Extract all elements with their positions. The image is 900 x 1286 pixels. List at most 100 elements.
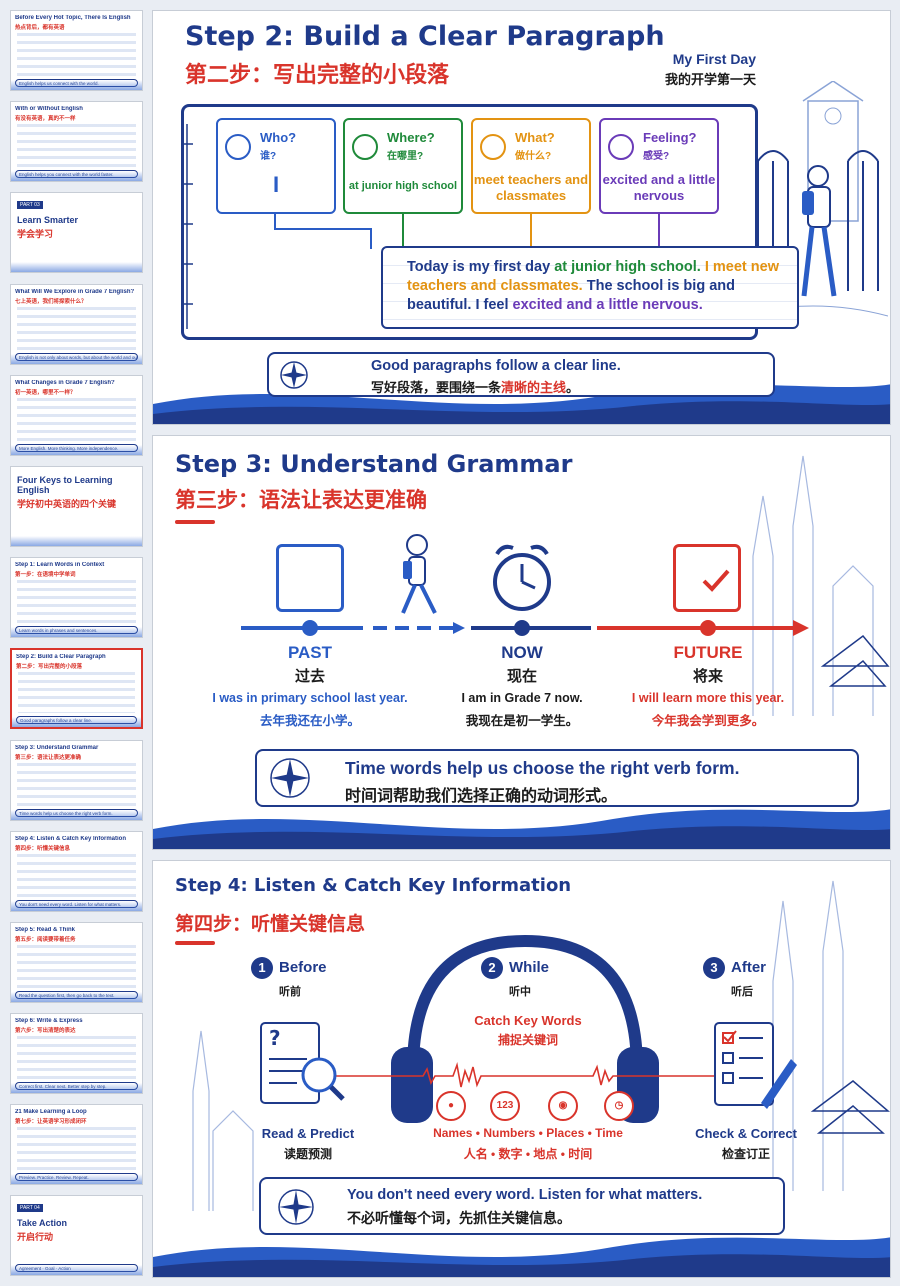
slide-thumbnail[interactable]: Step 3: Understand Grammar第三步：语法让表达更准确Ti… xyxy=(10,740,143,821)
thumbnail-subtitle: 热点背后，都有英语 xyxy=(15,25,65,31)
thumbnail-content xyxy=(17,763,136,806)
paragraph-text: Today is my first day xyxy=(407,259,555,275)
thumbnail-content xyxy=(17,307,136,350)
timeline xyxy=(241,620,809,636)
slide-step-4[interactable]: Step 4: Listen & Catch Key Information 第… xyxy=(152,860,891,1278)
location-pin-icon xyxy=(352,134,378,160)
document-magnifier-icon: ? xyxy=(260,1022,345,1104)
wave-decoration xyxy=(11,992,142,1002)
future-example: I will learn more this year. xyxy=(631,691,785,705)
thumbnail-content xyxy=(17,1036,136,1079)
thumbnail-subtitle: 有没有英语，真的不一样 xyxy=(15,116,76,122)
title-underline xyxy=(175,520,215,524)
wave-decoration xyxy=(11,1265,142,1275)
now-label-cn: 现在 xyxy=(506,668,537,685)
card-answer: at junior high school xyxy=(348,180,458,192)
thumbnail-title: What Changes in Grade 7 English? xyxy=(15,380,115,386)
wave-decoration xyxy=(11,354,142,364)
thumbnail-title: Learn Smarter xyxy=(17,215,79,225)
wave-decoration xyxy=(11,262,142,272)
compass-icon xyxy=(270,758,310,798)
card-who: Who? 谁? I xyxy=(216,118,336,214)
slide-step-2[interactable]: Step 2: Build a Clear Paragraph 第二步：写出完整… xyxy=(152,10,891,425)
thumbnail-subtitle: 初一英语，哪里不一样？ xyxy=(15,390,76,396)
thumbnail-subtitle: 第五步：阅读要带着任务 xyxy=(15,937,76,943)
wave-decoration xyxy=(11,901,142,911)
thumbnail-content xyxy=(17,1127,136,1170)
compass-icon xyxy=(280,361,308,389)
title-underline xyxy=(175,941,215,945)
card-question-cn: 谁? xyxy=(260,151,277,162)
part-badge: PART 03 xyxy=(17,201,43,209)
step-before-cn: 听前 xyxy=(279,986,301,998)
future-label-cn: 将来 xyxy=(692,668,723,685)
read-predict-cn: 读题预测 xyxy=(283,1147,332,1161)
tower-illustration xyxy=(192,1030,254,1211)
slide-thumbnail[interactable]: 21 Make Learning a Loop第七步：让英语学习形成闭环Prev… xyxy=(10,1104,143,1185)
slide-thumbnail[interactable]: Step 4: Listen & Catch Key Information 第四… xyxy=(10,831,143,912)
card-question-cn: 感受? xyxy=(643,151,670,162)
slide-thumbnail[interactable]: Step 6: Write & Express第六步：写出清楚的表达Correc… xyxy=(10,1013,143,1094)
tip-box: You don't need every word. Listen for wh… xyxy=(259,1177,785,1235)
card-feeling: Feeling? 感受? excited and a little nervou… xyxy=(599,118,719,214)
slide-thumbnail[interactable]: Before Every Hot Topic, There Is English… xyxy=(10,10,143,91)
catch-key-words-cn: 捕捉关键词 xyxy=(497,1033,558,1047)
card-answer: excited and a little nervous xyxy=(602,172,716,203)
card-question: What? xyxy=(515,130,555,145)
step-number: 1 xyxy=(251,957,273,979)
slide-thumbnail[interactable]: What Changes in Grade 7 English? 初一英语，哪里不… xyxy=(10,375,143,456)
people-icon xyxy=(480,134,506,160)
past-example-cn: 去年我还在小学。 xyxy=(259,714,360,728)
thumbnail-subtitle: 学会学习 xyxy=(17,229,54,239)
tip-text: You don't need every word. Listen for wh… xyxy=(347,1187,703,1203)
walking-student-icon xyxy=(401,534,437,614)
slide-step-3[interactable]: Step 3: Understand Grammar 第三步：语法让表达更准确 … xyxy=(152,435,891,850)
tip-text-cn: 写好段落，要围绕一条清晰的主线。 xyxy=(371,380,580,395)
thumbnail-title: Four Keys to Learning English xyxy=(17,475,113,495)
thumbnail-title: With or Without English xyxy=(15,106,83,112)
slide-thumbnail-panel: Before Every Hot Topic, There Is English… xyxy=(0,0,150,1286)
slide-thumbnail[interactable]: With or Without English有没有英语，真的不一样Englis… xyxy=(10,101,143,182)
thumbnail-title: Step 5: Read & Think xyxy=(15,927,76,933)
past-label-cn: 过去 xyxy=(294,668,325,685)
thumbnail-title: Step 4: Listen & Catch Key Information xyxy=(15,836,127,842)
thumbnail-content xyxy=(17,124,136,167)
sound-wave xyxy=(293,1061,763,1088)
past-label: PAST xyxy=(287,643,333,662)
now-example-cn: 我现在是初一学生。 xyxy=(465,714,579,728)
slide-thumbnail[interactable]: PART 03 Learn Smarter 学会学习 xyxy=(10,192,143,273)
wave-decoration xyxy=(11,171,142,181)
slide-subtitle: 第二步：写出完整的小段落 xyxy=(185,62,450,87)
thumbnail-subtitle: 第四步：听懂关键信息 xyxy=(15,846,71,852)
thumbnail-subtitle: 第一步：在语境中学单词 xyxy=(15,572,76,578)
slide-subtitle: 第四步：听懂关键信息 xyxy=(175,914,366,935)
svg-text:?: ? xyxy=(269,1026,281,1050)
compass-icon xyxy=(278,1189,314,1225)
checklist-pencil-icon xyxy=(714,1022,797,1109)
part-badge: PART 04 xyxy=(17,1204,43,1212)
side-title: My First Day xyxy=(672,51,756,67)
wave-decoration xyxy=(11,1174,142,1184)
card-question-cn: 做什么? xyxy=(515,151,552,162)
thumbnail-title: Step 6: Write & Express xyxy=(15,1018,83,1024)
thumbnail-subtitle: 第三步：语法让表达更准确 xyxy=(15,755,82,761)
card-question: Who? xyxy=(260,130,297,145)
catch-key-words-label: Catch Key Words xyxy=(474,1013,582,1028)
paragraph-where: at junior high school. xyxy=(554,259,701,275)
person-icon: ● xyxy=(436,1091,466,1121)
wave-decoration xyxy=(11,1083,142,1093)
card-answer: I xyxy=(272,172,280,197)
past-calendar-icon xyxy=(276,544,344,612)
slide-thumbnail[interactable]: What Will We Explore in Grade 7 English?… xyxy=(10,284,143,365)
thumbnail-subtitle: 七上英语，我们将探索什么？ xyxy=(15,299,87,305)
slide-title: Step 3: Understand Grammar xyxy=(175,450,573,478)
slide-title: Step 2: Build a Clear Paragraph xyxy=(185,21,665,52)
thumbnail-content xyxy=(18,672,135,713)
thumbnail-subtitle: 第六步：写出清楚的表达 xyxy=(15,1028,76,1034)
card-where: Where? 在哪里? at junior high school xyxy=(343,118,463,214)
